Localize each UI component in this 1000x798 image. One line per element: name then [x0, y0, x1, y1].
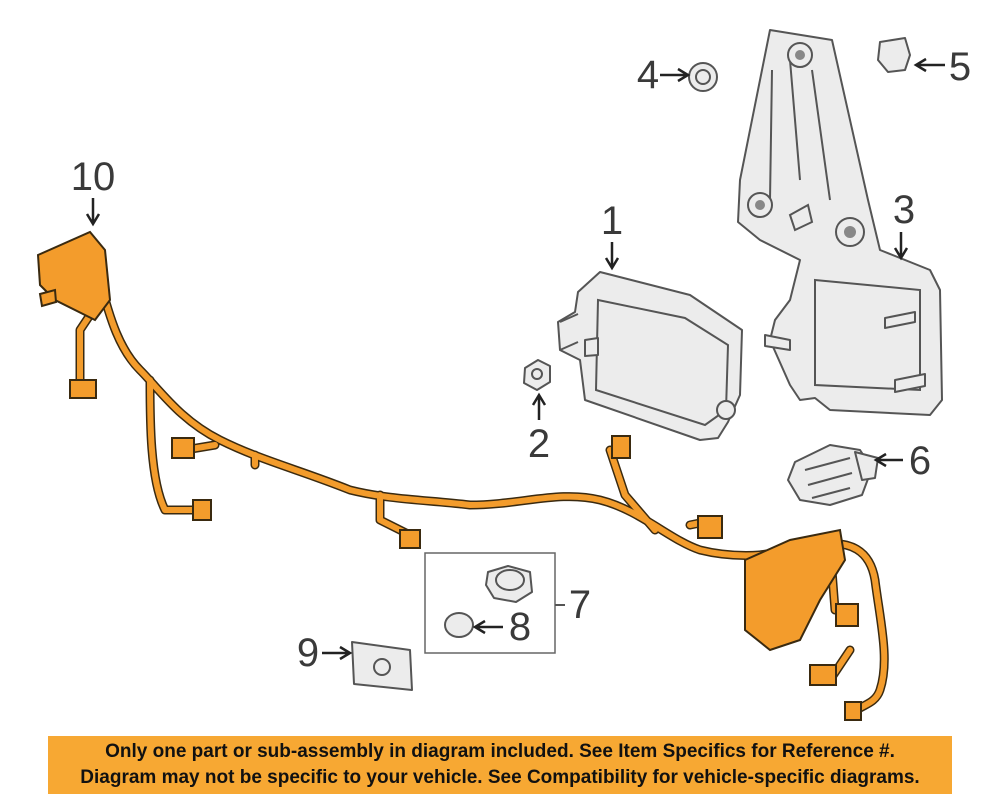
clip-part-5 [877, 37, 911, 73]
disclaimer-banner: Only one part or sub-assembly in diagram… [48, 736, 952, 794]
pad-part-9 [351, 641, 413, 691]
callout-4: 4 [637, 53, 659, 97]
callout-6: 6 [909, 439, 931, 483]
callout-7: 7 [569, 583, 591, 627]
disclaimer-line-1: Only one part or sub-assembly in diagram… [105, 741, 895, 762]
wiring-harness-part-10 [36, 230, 889, 721]
callout-5: 5 [949, 45, 971, 89]
leader-arrows [85, 57, 945, 661]
sensor-part-6 [787, 444, 879, 506]
callout-8: 8 [509, 605, 531, 649]
callout-3: 3 [893, 188, 915, 232]
module-part-1 [557, 271, 743, 441]
callout-10: 10 [71, 155, 116, 199]
bracket-part-3 [737, 29, 943, 416]
callout-1: 1 [601, 199, 623, 243]
nut-part-2 [523, 359, 551, 391]
callout-2: 2 [528, 422, 550, 466]
disclaimer-line-2: Diagram may not be specific to your vehi… [80, 767, 920, 788]
sensor-kit-part-7 [424, 552, 556, 654]
callout-9: 9 [297, 631, 319, 675]
bolt-part-4 [688, 62, 718, 92]
